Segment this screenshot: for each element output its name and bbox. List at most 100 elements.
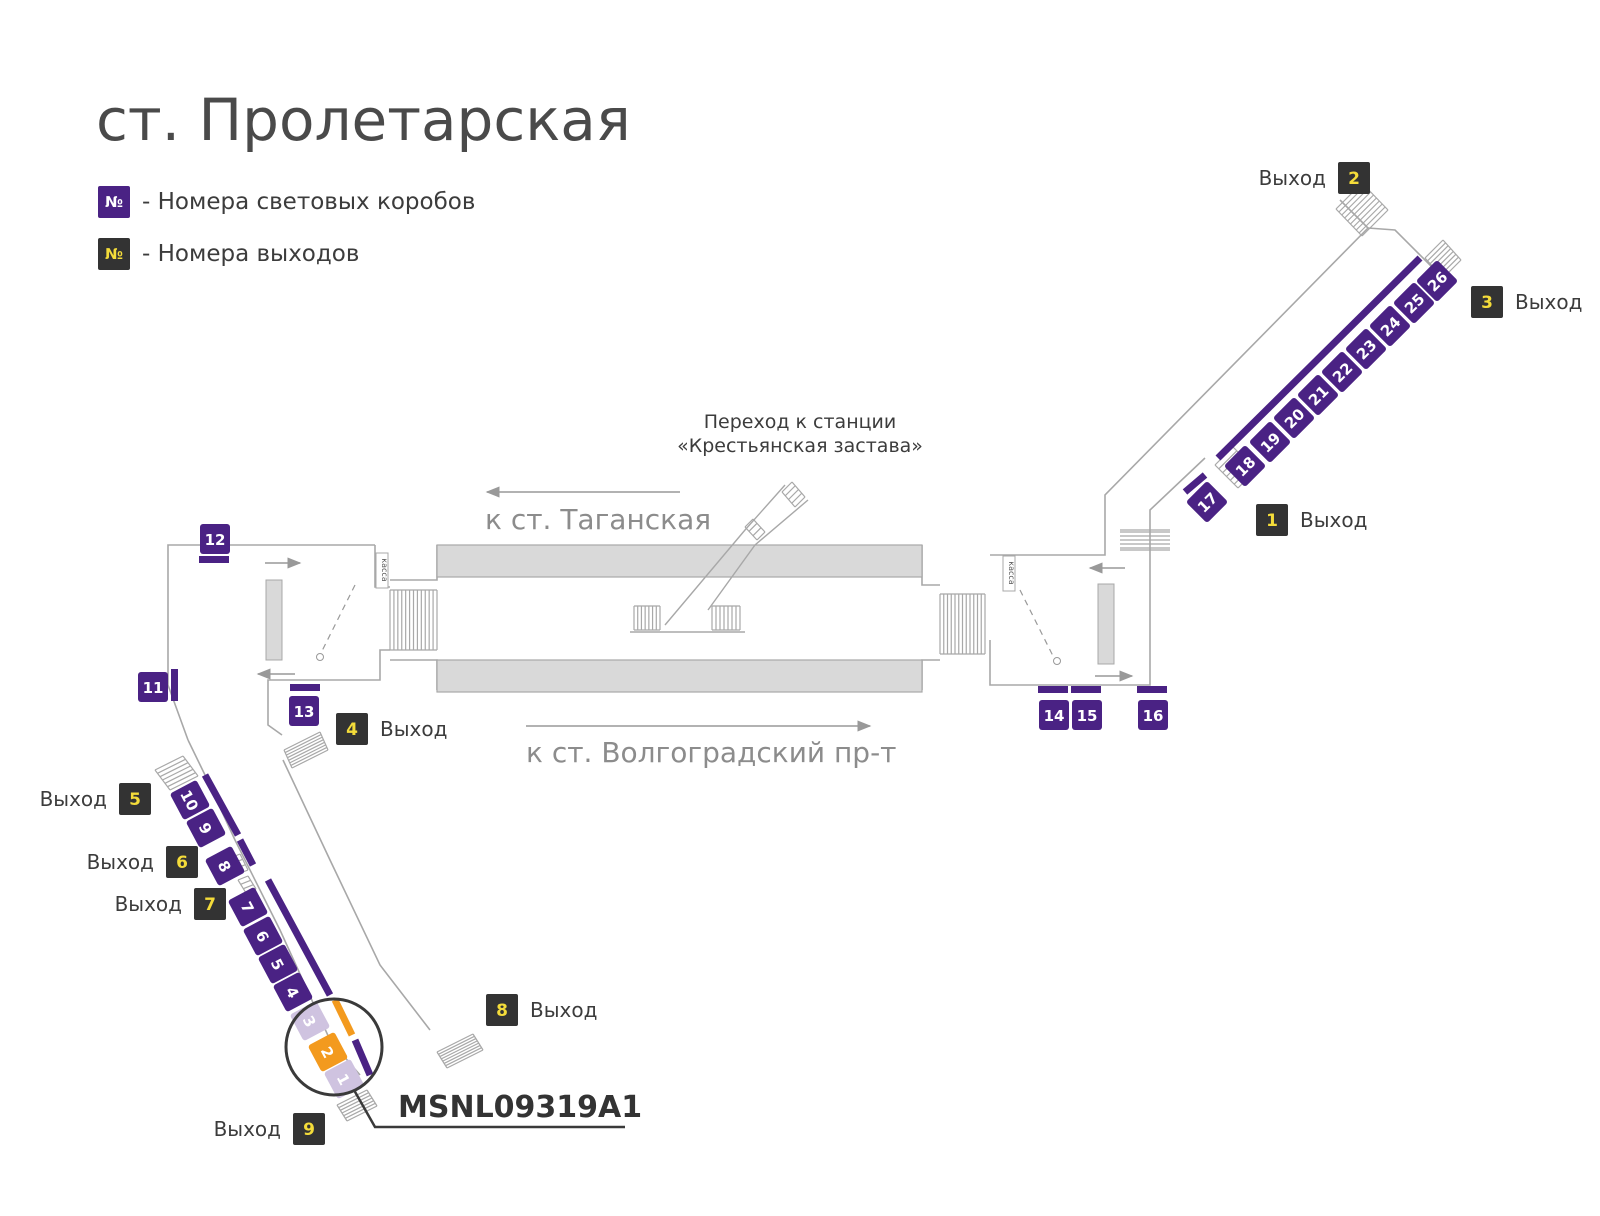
- bar-15: [1071, 686, 1101, 693]
- exit-label: Выход: [530, 998, 597, 1022]
- transfer-corridor: [630, 484, 809, 633]
- lightbox-bars: [171, 255, 1423, 1077]
- exit-number: 2: [1348, 169, 1360, 189]
- lightbox-11: 11: [138, 672, 168, 702]
- exit-number: 1: [1266, 511, 1278, 531]
- exit-1: 1 Выход: [1256, 504, 1367, 536]
- lightbox-17: 17: [1187, 482, 1227, 522]
- bar-11: [171, 669, 178, 701]
- bar-18-26: [1215, 255, 1423, 461]
- legend-exit-text: - Номера выходов: [142, 241, 360, 267]
- bar-4-7: [264, 878, 334, 997]
- bench-right: [1097, 583, 1115, 665]
- hall-arrows: [256, 557, 1134, 682]
- lightbox-18: 18: [1225, 446, 1265, 486]
- legend-lightbox-swatch: №: [98, 186, 130, 218]
- exit-7: 7 Выход: [115, 888, 226, 920]
- wall-left-hall-bottom: [267, 649, 390, 736]
- lightbox-16: 16: [1138, 700, 1168, 730]
- exit-badge: [336, 713, 368, 745]
- bar-16: [1137, 686, 1167, 693]
- station-walls: [167, 199, 1436, 1076]
- lightbox-code: MSNL09319A1: [398, 1090, 642, 1125]
- exit-label: Выход: [380, 717, 447, 741]
- bench-left: [265, 579, 283, 661]
- lightbox-1: 1: [324, 1059, 364, 1099]
- lightbox-19: 19: [1250, 422, 1290, 462]
- turnstile-right: [1019, 589, 1056, 661]
- stairs-transfer-top: [781, 481, 806, 508]
- turnstile-left: [319, 584, 356, 656]
- direction-left-text: к ст. Таганская: [485, 503, 711, 536]
- exit-number: 7: [204, 895, 216, 915]
- transfer-wall-1: [664, 484, 786, 626]
- lightbox-5: 5: [258, 944, 298, 984]
- kassa-left: касса: [380, 558, 389, 582]
- lightbox-number: 15: [1077, 707, 1098, 725]
- stairs-right-entry: [1120, 529, 1170, 551]
- lightbox-21: 21: [1298, 375, 1338, 415]
- lightbox-14: 14: [1039, 700, 1069, 730]
- stairs-exit-4: [283, 731, 329, 769]
- stairs-exit-9: [336, 1089, 378, 1122]
- wall-platform-left-top: [390, 545, 438, 581]
- stairs-right-platform: [939, 593, 986, 655]
- wall-right-exit3: [1367, 227, 1436, 271]
- kassa-left-box: [375, 552, 389, 589]
- wall-right-hall-bottom: [989, 457, 1206, 686]
- exit-label: Выход: [1300, 508, 1367, 532]
- code-leader-line: [352, 1089, 625, 1129]
- exit-badge: [1256, 504, 1288, 536]
- legend-exit: № - Номера выходов: [98, 238, 359, 270]
- lightbox-15: 15: [1072, 700, 1102, 730]
- stairs-left-platform: [389, 589, 438, 651]
- wall-platform-right-bottom: [921, 659, 940, 690]
- lightbox-13: 13: [289, 696, 319, 726]
- legend-exit-swatch: №: [98, 238, 130, 270]
- lightbox-26: 26: [1417, 261, 1457, 301]
- stairs-transfer-left: [633, 605, 661, 631]
- exit-badge: [293, 1113, 325, 1145]
- stairs-exit-5: [154, 755, 199, 791]
- transfer-label-line1: Переход к станции: [704, 411, 897, 433]
- track-bottom: [436, 659, 923, 693]
- exit-number: 5: [129, 790, 141, 810]
- turnstiles: [319, 584, 1056, 661]
- lightbox-22: 22: [1322, 352, 1362, 392]
- exit-label: Выход: [1515, 290, 1582, 314]
- transfer-label-line2: «Крестьянская застава»: [677, 435, 923, 457]
- lightbox-number: 11: [143, 679, 164, 697]
- legend-lightbox-text: - Номера световых коробов: [142, 189, 476, 215]
- exit-number: 3: [1481, 293, 1493, 313]
- kassa-boxes: касса касса: [375, 552, 1016, 592]
- exit-badge: [486, 994, 518, 1026]
- lightbox-6: 6: [243, 916, 283, 956]
- bar-14: [1038, 686, 1068, 693]
- lightbox-4: 4: [273, 972, 313, 1012]
- stairs-transfer-mid: [744, 518, 766, 541]
- lightbox-12: 12: [200, 524, 230, 554]
- bar-1: [351, 1038, 374, 1077]
- bar-13: [290, 684, 320, 691]
- stairs-exit-8: [436, 1033, 484, 1069]
- wall-right-corridor-left: [990, 199, 1370, 556]
- exit-label: Выход: [87, 850, 154, 874]
- exit-badge: [1471, 286, 1503, 318]
- exit-badge: [194, 888, 226, 920]
- lightbox-number: 14: [1044, 707, 1065, 725]
- wall-platform-right-top: [921, 545, 940, 586]
- exit-badge: [119, 783, 151, 815]
- lightbox-10: 10: [170, 780, 210, 820]
- lightbox-9: 9: [186, 808, 226, 848]
- exit-label: Выход: [115, 892, 182, 916]
- exit-label: Выход: [214, 1117, 281, 1141]
- turnstile-left-pivot: [316, 653, 324, 661]
- bar-9-10: [201, 773, 242, 837]
